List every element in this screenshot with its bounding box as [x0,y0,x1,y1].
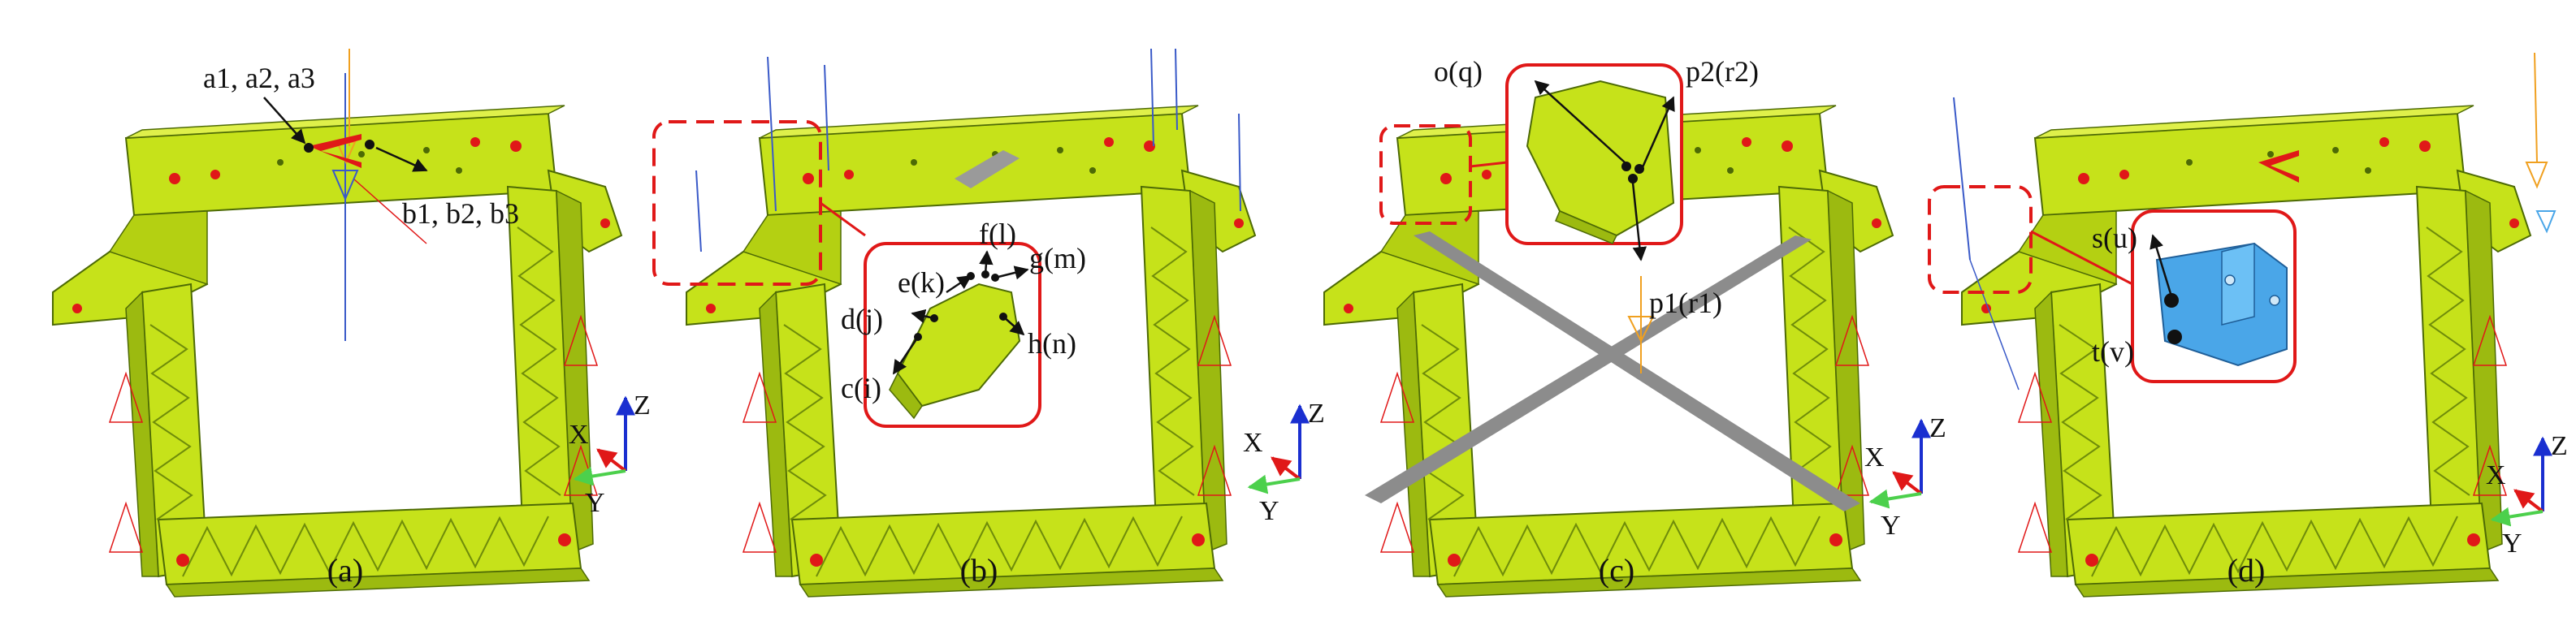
label-p1: p1(r1) [1649,287,1722,319]
label-p2: p2(r2) [1686,55,1759,88]
force-vector-blue [1969,259,2020,391]
axis-x-label: X [1243,428,1263,458]
axis-triad: Z X Y [569,391,651,518]
point-b [365,140,374,149]
load-cone [1627,316,1655,343]
axis-y-label: Y [2502,529,2522,559]
force-vector [1238,113,1241,212]
zoom-region [1928,185,2033,294]
arrow-e [946,274,972,294]
label-t: t(v) [2092,335,2134,368]
panel-c: o(q) p2(r2) p1(r1) Z X Y [1323,55,1946,598]
point-t [2167,330,2182,344]
label-d: d(j) [841,303,883,335]
point-p2 [1634,164,1644,174]
zoom-connector [2030,230,2133,286]
arrow-p2 [1641,96,1675,168]
point-s [2164,293,2179,308]
axis-y-label: Y [585,488,605,518]
arrow-s [2150,234,2173,297]
highlight-v-shape [309,134,362,168]
arrow-g [994,265,1029,280]
axis-z-label: Z [1929,413,1946,443]
force-vector [695,170,702,252]
axis-z-label: Z [1308,399,1325,429]
brace-2 [1365,235,1812,503]
label-s: s(u) [2092,222,2137,254]
slot-feature [955,150,1020,188]
load-cone [2525,162,2548,189]
inset-part [896,283,1021,408]
force-vector [1150,48,1154,147]
arrow-a [263,97,306,145]
caption-c: (c) [1599,552,1634,589]
caption-a: (a) [327,552,363,589]
axis-x-label: X [2486,460,2506,490]
panel-d: s(u) t(v) Z X Y [1928,52,2568,598]
label-o: o(q) [1434,55,1483,88]
axis-x-label: X [569,420,589,450]
inset-detail [864,242,1041,428]
label-g: g(m) [1029,242,1086,274]
force-vector [824,64,829,171]
caption-d: (d) [2227,552,2266,589]
arrow-c [892,336,920,375]
zoom-region [1379,124,1472,225]
label-e: e(k) [898,266,945,299]
label-h: h(n) [1028,327,1076,360]
axis-triad: Z X Y [2486,431,2568,559]
inset-detail [1505,63,1683,245]
force-vector-orange [2534,52,2538,163]
inset-part [1526,80,1675,237]
arrow-b [375,146,428,172]
force-vector [767,56,777,212]
axis-z-label: Z [634,391,651,421]
point-p1 [1628,174,1638,183]
point-a [304,143,314,153]
caption-b: (b) [960,552,998,589]
panel-b: f(l) e(k) g(m) h(n) d(j) c(i) Z X Y [652,48,1325,598]
arrow-d [911,309,935,323]
arrow-o [1534,80,1626,163]
highlight-v-shape [2258,150,2299,183]
arrow-h [1002,316,1025,336]
axis-z-label: Z [2551,431,2568,461]
force-vector-red [353,178,427,244]
arrow-f [979,250,994,275]
axis-triad: Z X Y [1243,399,1325,526]
load-cone-blue [2535,210,2557,234]
point-o [1621,162,1631,171]
axis-y-label: Y [1881,511,1901,541]
axis-y-label: Y [1259,496,1279,526]
load-cone [331,170,359,201]
force-vector [1175,48,1178,131]
arrow-p1 [1631,182,1647,261]
panel-a: a1, a2, a3 b1, b2, b3 Z X Y [52,49,651,598]
inset-detail [2131,209,2297,383]
brace-1 [1414,231,1860,511]
zoom-connector [1470,161,1508,168]
label-b: b1, b2, b3 [402,197,519,230]
label-a: a1, a2, a3 [203,62,315,94]
label-c: c(i) [841,372,881,404]
label-f: f(l) [979,218,1016,250]
force-vector-blue [1953,97,1971,261]
axis-triad: Z X Y [1864,413,1946,541]
zoom-connector [820,201,866,237]
axis-x-label: X [1864,442,1885,472]
